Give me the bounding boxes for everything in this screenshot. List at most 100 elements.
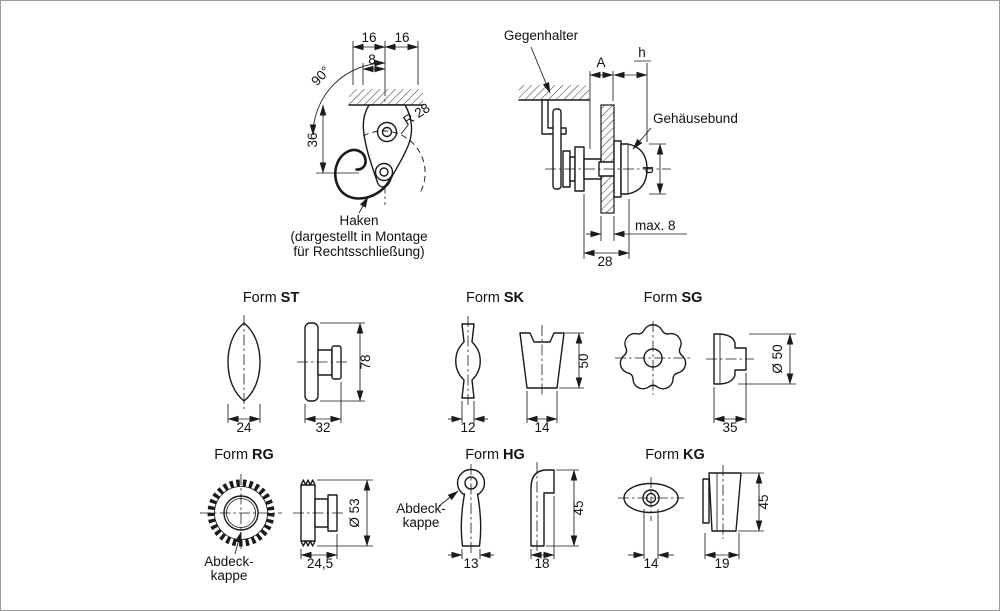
rg-dim-d53-group: Ø 53 [317,479,373,547]
caption-haken-2: (dargestellt in Montage [290,229,427,244]
kg-dim-14: 14 [643,556,659,571]
st-dim-78-group: 78 [320,322,373,402]
dim-28: 28 [597,254,612,269]
kg-dim-19: 19 [714,556,729,571]
dim-a: A [596,55,605,70]
hg-dim-45-group: 45 [546,469,586,547]
dim-d-group: d [641,143,666,195]
hg-cap-label-2: kappe [403,515,440,530]
sg-dim-35: 35 [722,420,737,435]
rg-cap-label-1: Abdeck- [204,554,254,569]
form-kg-code: KG [683,447,705,463]
st-collar [331,345,342,380]
ceiling-hatch [519,85,589,100]
dim-8-group: 8 [362,52,386,85]
hook-side-view [552,108,562,190]
rg-cap-label-group: Abdeck- kappe [204,531,254,583]
form-rg-prefix: Form [214,447,248,463]
rg-knurl-serration-top [300,479,316,486]
rg-cap-label-2: kappe [211,568,248,583]
installation-section-view: Gegenhalter A h Gehäusebund [504,28,738,269]
st-dim-78: 78 [358,354,373,369]
form-st-code: ST [281,290,300,306]
hg-cap-label-1: Abdeck- [396,501,446,516]
dim-angle-90: 90° [308,63,333,88]
dim-h-group: h [613,45,651,142]
kg-dim-19-group: 19 [704,533,740,571]
form-st-prefix: Form [243,290,277,306]
hook-caption-group: Haken (dargestellt in Montage für Rechts… [290,196,428,259]
dim-max8: max. 8 [635,218,676,233]
st-dim-32: 32 [315,420,330,435]
panel-section-hatch [600,104,615,214]
form-hg-prefix: Form [465,447,499,463]
hook-mounting-view: 16 16 8 90° 36 R 28 [290,30,432,259]
hg-side-view [530,469,555,547]
sk-dim-14: 14 [534,420,550,435]
mounting-surface-hatch [349,89,423,105]
rg-dim-d53: Ø 53 [347,498,362,527]
hook-screw-center [379,167,389,177]
kg-collar [702,478,710,524]
kg-side-view [708,472,742,532]
dim-28-group: 28 [583,194,630,269]
kg-dim-45: 45 [756,494,771,509]
dim-8: 8 [368,52,376,67]
dim-16-left: 16 [361,30,376,45]
form-sk-code: SK [504,290,525,306]
form-rg-code: RG [252,447,274,463]
hg-cap-label-group: Abdeck- kappe [396,490,459,530]
dim-16-right: 16 [394,30,409,45]
st-hub [317,349,333,376]
dim-max8-group: max. 8 [586,216,687,241]
hg-dim-45: 45 [571,500,586,515]
kg-dim-45-group: 45 [738,472,771,532]
sg-dim-d50-group: Ø 50 [738,333,796,385]
hg-dim-18-group: 18 [530,496,555,571]
st-dim-24: 24 [236,420,252,435]
hook-swing-arc [362,130,426,194]
form-kg-prefix: Form [645,447,679,463]
sg-dim-35-group: 35 [713,373,747,435]
dim-d: d [641,166,656,174]
hg-dim-13-group: 13 [448,549,494,571]
hook-shape [334,148,392,200]
hg-dim-18: 18 [534,556,549,571]
sk-dim-50-group: 50 [559,332,591,389]
hg-dim-13: 13 [463,556,478,571]
sk-dim-12: 12 [460,420,475,435]
counterholder-bracket [541,99,567,135]
st-dim-24-group: 24 [227,404,261,435]
pivot-bolt-center [381,126,393,138]
rg-knurl-serration-bottom [300,540,316,547]
rg-dim-245-group: 24,5 [300,534,338,571]
kg-dim-14-group: 14 [628,509,674,571]
caption-haken-3: für Rechtsschließung) [293,244,424,259]
label-gehaeusebund: Gehäusebund [653,111,738,126]
dim-36: 36 [305,132,320,147]
gehaeusebund-label-group: Gehäusebund [632,111,738,150]
caption-haken: Haken [339,213,378,228]
label-gegenhalter: Gegenhalter [504,28,579,43]
sk-dim-14-group: 14 [526,391,558,435]
form-sg-prefix: Form [644,290,678,306]
dim-h: h [638,45,646,60]
form-sk-prefix: Form [466,290,500,306]
dim-a-group: A [589,55,614,149]
form-sg-code: SG [681,290,702,306]
sg-dim-d50: Ø 50 [770,344,785,373]
rg-dim-245: 24,5 [307,556,333,571]
